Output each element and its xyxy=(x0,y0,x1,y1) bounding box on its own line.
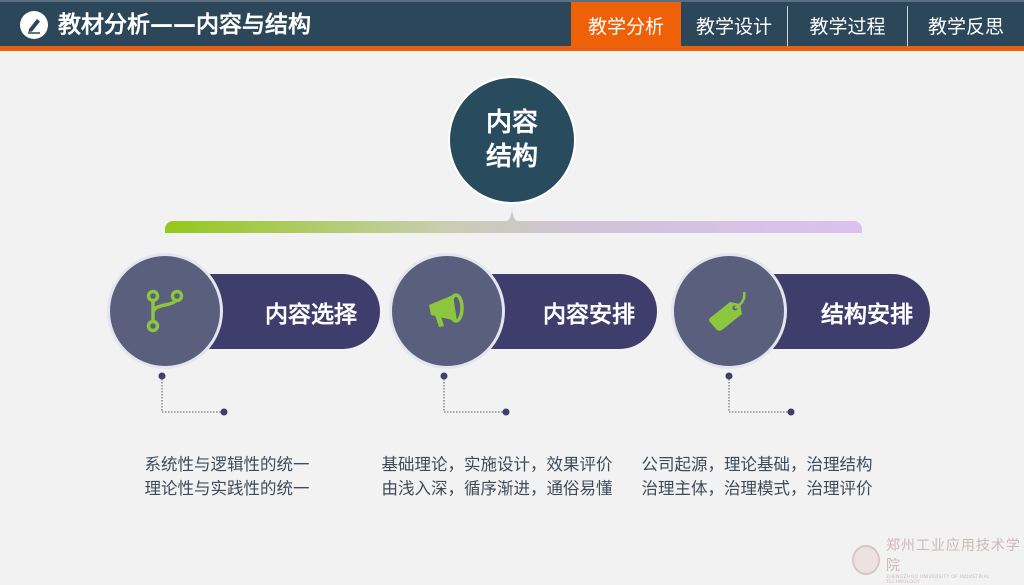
item-label: 内容选择 xyxy=(265,301,357,328)
item-label: 结构安排 xyxy=(821,301,913,328)
item-label-pill: 内容选择 xyxy=(208,274,380,349)
connector-line xyxy=(725,372,795,416)
pencil-icon xyxy=(20,11,48,39)
item-icon-circle xyxy=(671,253,787,369)
bracket-notch xyxy=(505,207,519,223)
item-icon-circle xyxy=(107,253,223,369)
center-topic-circle: 内容 结构 xyxy=(448,76,576,204)
item-icon-circle xyxy=(389,253,505,369)
description-line: 公司起源，理论基础，治理结构 xyxy=(641,455,873,474)
tab-teaching-process[interactable]: 教学过程 xyxy=(809,15,886,38)
connector-line xyxy=(440,372,510,416)
center-line-2: 结构 xyxy=(485,142,538,172)
item-description: 系统性与逻辑性的统一理论性与实践性的统一 xyxy=(107,453,347,501)
tab-teaching-reflection[interactable]: 教学反思 xyxy=(927,15,1004,38)
logo-name-cn: 郑州工业应用技术学院 xyxy=(885,538,1021,574)
tab-divider xyxy=(787,6,788,46)
description-line: 系统性与逻辑性的统一 xyxy=(144,455,310,474)
center-line-1: 内容 xyxy=(485,108,538,138)
description-line: 理论性与实践性的统一 xyxy=(144,479,310,498)
header-accent-line xyxy=(0,46,1024,51)
description-line: 由浅入深，循序渐进，通俗易懂 xyxy=(381,479,613,498)
tab-divider xyxy=(907,6,908,46)
megaphone-icon xyxy=(429,293,464,327)
branch-icon xyxy=(146,289,184,333)
description-line: 基础理论，实施设计，效果评价 xyxy=(381,455,613,474)
page-title: 教材分析——内容与结构 xyxy=(58,12,311,38)
tag-icon xyxy=(709,291,746,331)
item-label-pill: 内容安排 xyxy=(487,274,657,349)
bracket-bar xyxy=(165,221,862,233)
description-line: 治理主体，治理模式，治理评价 xyxy=(641,479,873,498)
tab-teaching-analysis[interactable]: 教学分析 xyxy=(571,2,681,48)
logo-name-en: ZHENGZHOU UNIVERSITY OF INDUSTRIAL TECHN… xyxy=(885,575,990,585)
tab-teaching-design[interactable]: 教学设计 xyxy=(695,15,772,38)
connector-line xyxy=(158,372,228,416)
item-label-pill: 结构安排 xyxy=(770,274,930,349)
item-description: 公司起源，理论基础，治理结构治理主体，治理模式，治理评价 xyxy=(637,453,877,501)
header-bar: 教材分析——内容与结构 教学分析 教学设计 教学过程 教学反思 xyxy=(0,0,1024,48)
university-logo: 郑州工业应用技术学院 ZHENGZHOU UNIVERSITY OF INDUS… xyxy=(852,535,1024,585)
item-label: 内容安排 xyxy=(543,301,635,328)
university-seal-icon xyxy=(852,545,880,575)
item-description: 基础理论，实施设计，效果评价由浅入深，循序渐进，通俗易懂 xyxy=(377,453,617,501)
